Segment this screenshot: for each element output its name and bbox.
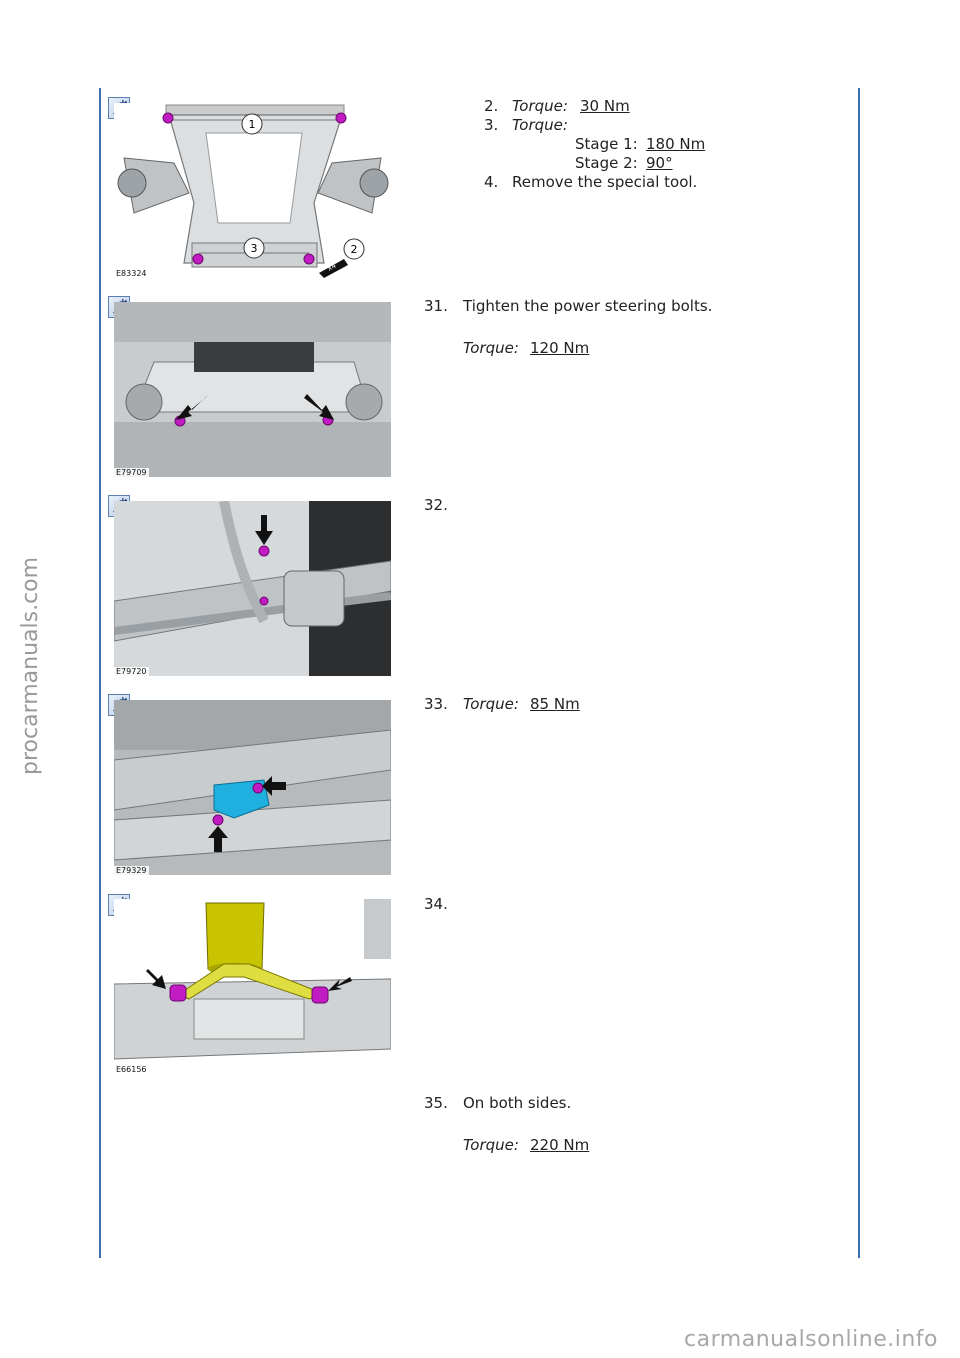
step-2-torque-value[interactable]: 30 Nm — [580, 97, 630, 115]
arrow-right — [146, 969, 166, 989]
watermark-side: procarmanuals.com — [18, 556, 43, 775]
step-31-label: Torque: — [463, 339, 519, 357]
arrow-down — [255, 515, 273, 545]
step-4-text: Remove the special tool. — [512, 173, 698, 191]
step-31-text: Tighten the power steering bolts. — [463, 297, 713, 315]
fastener-marker — [259, 596, 269, 606]
mount-body — [205, 902, 265, 970]
arrow-left — [176, 394, 209, 420]
step-35-text: On both sides. — [463, 1094, 572, 1112]
arrow-left — [328, 977, 352, 991]
step-34-number: 34. — [424, 895, 448, 913]
step-31-torque-value[interactable]: 120 Nm — [530, 339, 590, 357]
figure-code: E79709 — [114, 468, 149, 477]
step-35-label: Torque: — [463, 1136, 519, 1154]
step-33-torque-value[interactable]: 85 Nm — [530, 695, 580, 713]
step-32-number: 32. — [424, 496, 448, 514]
step-35-torque-value[interactable]: 220 Nm — [530, 1136, 590, 1154]
mount-bracket — [178, 963, 326, 1000]
mount-bushing — [169, 984, 187, 1002]
step-2-label: Torque: — [512, 97, 568, 115]
arrow-right — [304, 394, 334, 420]
figure-steering-rack-bracket: E79720 — [114, 501, 391, 676]
callout-1: 1 — [249, 118, 256, 131]
step-3-label: Torque: — [512, 116, 568, 134]
fastener-marker — [192, 253, 204, 265]
callout-2: 2 — [351, 243, 358, 256]
stage-1-label: Stage 1: — [575, 135, 638, 153]
step-3-number: 3. — [484, 116, 499, 134]
fastener-marker — [162, 112, 174, 124]
figure-engine-mounts: E66156 — [114, 899, 391, 1074]
multiplier-label: x4 — [326, 261, 338, 272]
stage-2-value[interactable]: 90° — [646, 154, 673, 172]
fastener-marker — [258, 545, 270, 557]
watermark-bottom: carmanualsonline.info — [684, 1327, 938, 1352]
figure-code: E83324 — [114, 269, 149, 278]
right-margin-rule — [858, 88, 860, 1258]
figure-code: E79720 — [114, 667, 149, 676]
fastener-marker — [252, 782, 264, 794]
stage-1-value[interactable]: 180 Nm — [646, 135, 706, 153]
arrow-left — [262, 776, 286, 796]
mount-bushing — [311, 986, 329, 1004]
fastener-marker — [335, 112, 347, 124]
arrow-up — [208, 826, 228, 852]
stage-2-label: Stage 2: — [575, 154, 638, 172]
fastener-marker — [212, 814, 224, 826]
step-4-number: 4. — [484, 173, 499, 191]
fastener-marker — [303, 253, 315, 265]
callout-3: 3 — [251, 242, 258, 255]
step-31-number: 31. — [424, 297, 448, 315]
step-35-number: 35. — [424, 1094, 448, 1112]
step-2-number: 2. — [484, 97, 499, 115]
figure-code: E66156 — [114, 1065, 149, 1074]
figure-subframe-overview: 1 3 2 x4 E83324 — [114, 103, 391, 278]
step-33-label: Torque: — [463, 695, 519, 713]
figure-code: E79329 — [114, 866, 149, 875]
left-margin-rule — [99, 88, 101, 1258]
figure-bracket-bolts: E79329 — [114, 700, 391, 875]
step-33-number: 33. — [424, 695, 448, 713]
figure-power-steering-bolts: E79709 — [114, 302, 391, 477]
